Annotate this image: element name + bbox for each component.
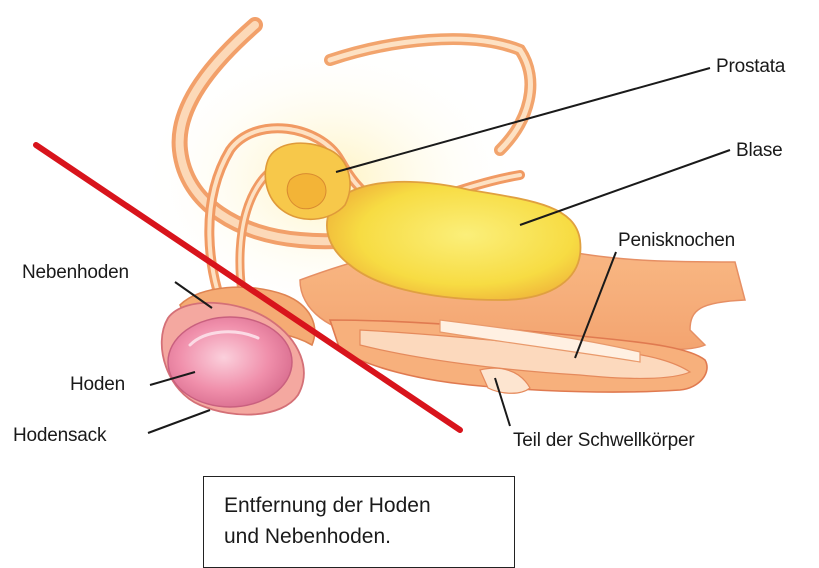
label-blase: Blase — [736, 140, 783, 162]
caption-box: Entfernung der Hoden und Nebenhoden. — [203, 476, 515, 568]
leader-hodensack — [148, 410, 210, 433]
label-hoden: Hoden — [70, 374, 125, 396]
label-penisknochen: Penisknochen — [618, 230, 735, 252]
caption-line-1: Entfernung der Hoden — [224, 490, 514, 521]
prostate-lobe — [287, 174, 326, 209]
label-prostata: Prostata — [716, 56, 785, 78]
caption-line-2: und Nebenhoden. — [224, 521, 514, 552]
leader-blase — [520, 150, 730, 225]
label-hodensack: Hodensack — [13, 425, 106, 447]
label-schwellkoerper: Teil der Schwellkörper — [513, 430, 694, 452]
label-nebenhoden: Nebenhoden — [22, 262, 129, 284]
